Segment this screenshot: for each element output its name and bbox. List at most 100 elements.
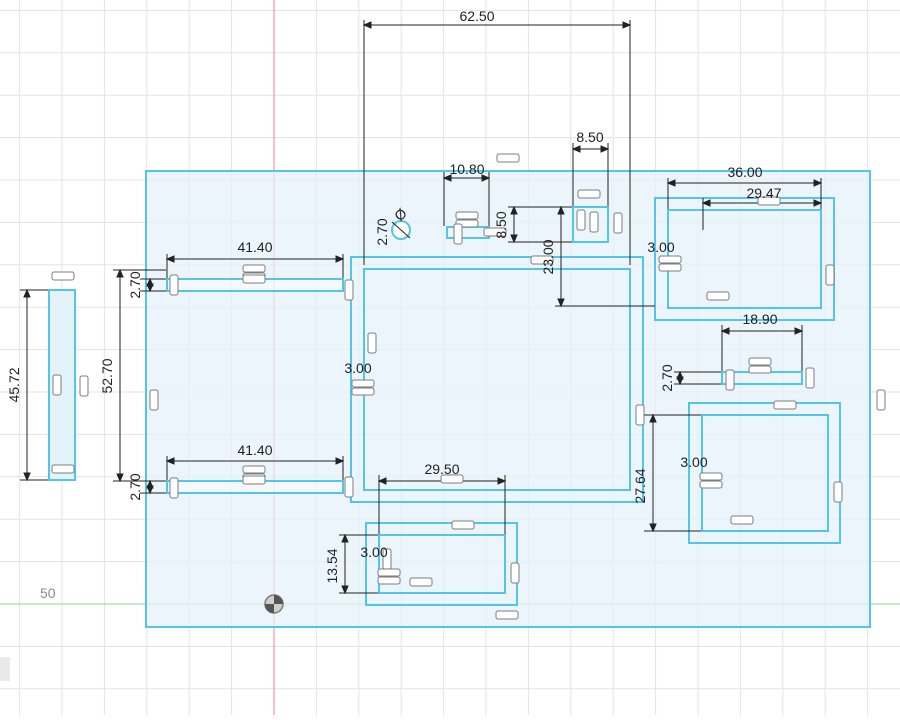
constraint-glyph-icon[interactable] <box>805 367 815 389</box>
constraint-glyph-icon[interactable] <box>833 481 843 503</box>
constraint-glyph-icon[interactable] <box>699 472 723 481</box>
constraint-glyph-icon[interactable] <box>351 387 375 396</box>
dim-arrowhead <box>341 585 349 595</box>
dim-bottom-wall[interactable]: 3.00 <box>360 544 387 560</box>
dim-small-square-width[interactable]: 8.50 <box>576 129 603 145</box>
constraint-glyph-icon[interactable] <box>453 223 463 245</box>
constraint-glyph-icon[interactable] <box>242 264 266 273</box>
constraint-glyph-icon[interactable] <box>149 389 159 411</box>
dim-arrowhead <box>165 255 175 263</box>
constraint-glyph-icon[interactable] <box>658 255 682 264</box>
dim-tr-outer-width[interactable]: 36.00 <box>727 164 762 180</box>
constraint-glyph-icon[interactable] <box>730 515 754 525</box>
dim-arrowhead <box>116 268 124 278</box>
constraint-glyph-icon[interactable] <box>377 568 401 577</box>
dim-slots-spacing[interactable]: 52.70 <box>99 358 115 393</box>
dim-small-square-height[interactable]: 8.50 <box>493 211 509 238</box>
constraint-glyph-icon[interactable] <box>242 475 266 485</box>
dim-arrowhead <box>481 174 491 182</box>
constraint-glyph-icon[interactable] <box>351 379 375 388</box>
dim-arrowhead <box>510 205 518 215</box>
dim-tr-wall[interactable]: 3.00 <box>647 239 674 255</box>
constraint-glyph-icon[interactable] <box>344 279 354 301</box>
constraint-glyph-icon[interactable] <box>496 153 520 163</box>
br-pocket-outer[interactable] <box>688 402 841 544</box>
dim-overall-width[interactable]: 62.50 <box>459 8 494 24</box>
dim-side-bar-height[interactable]: 45.72 <box>6 367 22 402</box>
dim-arrowhead <box>377 477 387 485</box>
constraint-glyph-icon[interactable] <box>757 196 781 206</box>
main-pocket-outer[interactable] <box>350 256 644 503</box>
tr-pocket-outer[interactable] <box>654 197 835 321</box>
constraint-glyph-icon[interactable] <box>169 477 179 499</box>
constraint-glyph-icon[interactable] <box>455 211 479 220</box>
constraint-glyph-icon[interactable] <box>635 404 645 426</box>
origin-point-icon[interactable] <box>264 594 284 614</box>
dim-br-wall[interactable]: 3.00 <box>680 454 707 470</box>
panel-edge-handle[interactable] <box>0 657 10 681</box>
dim-arrowhead <box>676 376 684 386</box>
dim-arrowhead <box>146 283 154 293</box>
constraint-glyph-icon[interactable] <box>367 332 377 354</box>
constraint-glyph-icon[interactable] <box>79 375 89 397</box>
constraint-glyph-icon[interactable] <box>242 274 266 284</box>
constraint-glyph-icon[interactable] <box>409 577 433 587</box>
bottom-pocket-inner[interactable] <box>378 534 506 594</box>
constraint-glyph-icon[interactable] <box>748 365 772 374</box>
constraint-glyph-icon[interactable] <box>613 212 623 234</box>
dim-main-pocket-wall[interactable]: 3.00 <box>344 360 371 376</box>
constraint-glyph-icon[interactable] <box>589 211 599 233</box>
dim-bottom-width[interactable]: 29.50 <box>424 461 459 477</box>
dim-slot-bottom-height[interactable]: 2.70 <box>127 473 143 500</box>
dim-arrowhead <box>165 457 175 465</box>
constraint-glyph-icon[interactable] <box>52 374 62 396</box>
constraint-glyph-icon[interactable] <box>530 255 554 265</box>
dim-bottom-height[interactable]: 13.54 <box>324 548 340 583</box>
dim-slot-top-height[interactable]: 2.70 <box>127 271 143 298</box>
dim-small-slot-width[interactable]: 10.80 <box>449 161 484 177</box>
small-square-profile[interactable] <box>572 206 609 243</box>
constraint-glyph-icon[interactable] <box>51 464 75 474</box>
dim-right-slot-height[interactable]: 2.70 <box>659 364 675 391</box>
dim-right-slot-width[interactable]: 18.90 <box>742 311 777 327</box>
constraint-glyph-icon[interactable] <box>876 389 886 411</box>
dim-arrowhead <box>146 485 154 495</box>
dim-slot-top-width[interactable]: 41.40 <box>237 239 272 255</box>
main-plate-profile[interactable] <box>145 170 871 628</box>
constraint-glyph-icon[interactable] <box>773 400 797 410</box>
constraint-glyph-icon[interactable] <box>242 465 266 474</box>
dim-br-height[interactable]: 27.64 <box>632 468 648 503</box>
constraint-glyphs[interactable] <box>51 153 886 620</box>
dim-arrowhead <box>813 179 823 187</box>
constraint-glyph-icon[interactable] <box>495 610 519 620</box>
constraint-glyph-icon[interactable] <box>451 520 475 530</box>
constraint-glyph-icon[interactable] <box>825 264 835 286</box>
dim-center-offset[interactable]: 23.00 <box>540 239 556 274</box>
constraint-glyph-icon[interactable] <box>344 476 354 498</box>
dim-arrowhead <box>341 533 349 543</box>
constraint-glyph-icon[interactable] <box>725 369 735 391</box>
dim-arrowhead <box>794 327 804 335</box>
dim-arrowhead <box>23 288 31 298</box>
dim-arrowhead <box>557 298 565 308</box>
dim-arrowhead <box>666 179 676 187</box>
dim-circle-diameter[interactable]: 2.70 <box>374 218 390 245</box>
dim-arrowhead <box>649 523 657 533</box>
dim-slot-bottom-width[interactable]: 41.40 <box>237 442 272 458</box>
constraint-glyph-icon[interactable] <box>510 562 520 584</box>
constraint-glyph-icon[interactable] <box>576 209 586 231</box>
constraint-glyph-icon[interactable] <box>51 271 75 281</box>
constraint-glyph-icon[interactable] <box>748 357 772 366</box>
constraint-glyph-icon[interactable] <box>377 576 401 585</box>
constraint-glyph-icon[interactable] <box>706 291 730 301</box>
dim-line-circle-diameter[interactable] <box>391 221 411 239</box>
dim-arrowhead <box>649 413 657 423</box>
dim-tr-inner-width[interactable]: 29.47 <box>746 185 781 201</box>
constraint-glyph-icon[interactable] <box>440 474 464 484</box>
constraint-glyph-icon[interactable] <box>577 189 601 199</box>
constraint-glyph-icon[interactable] <box>699 480 723 489</box>
constraint-glyph-icon[interactable] <box>483 227 507 237</box>
constraint-glyph-icon[interactable] <box>169 274 179 296</box>
constraint-glyph-icon[interactable] <box>658 263 682 272</box>
